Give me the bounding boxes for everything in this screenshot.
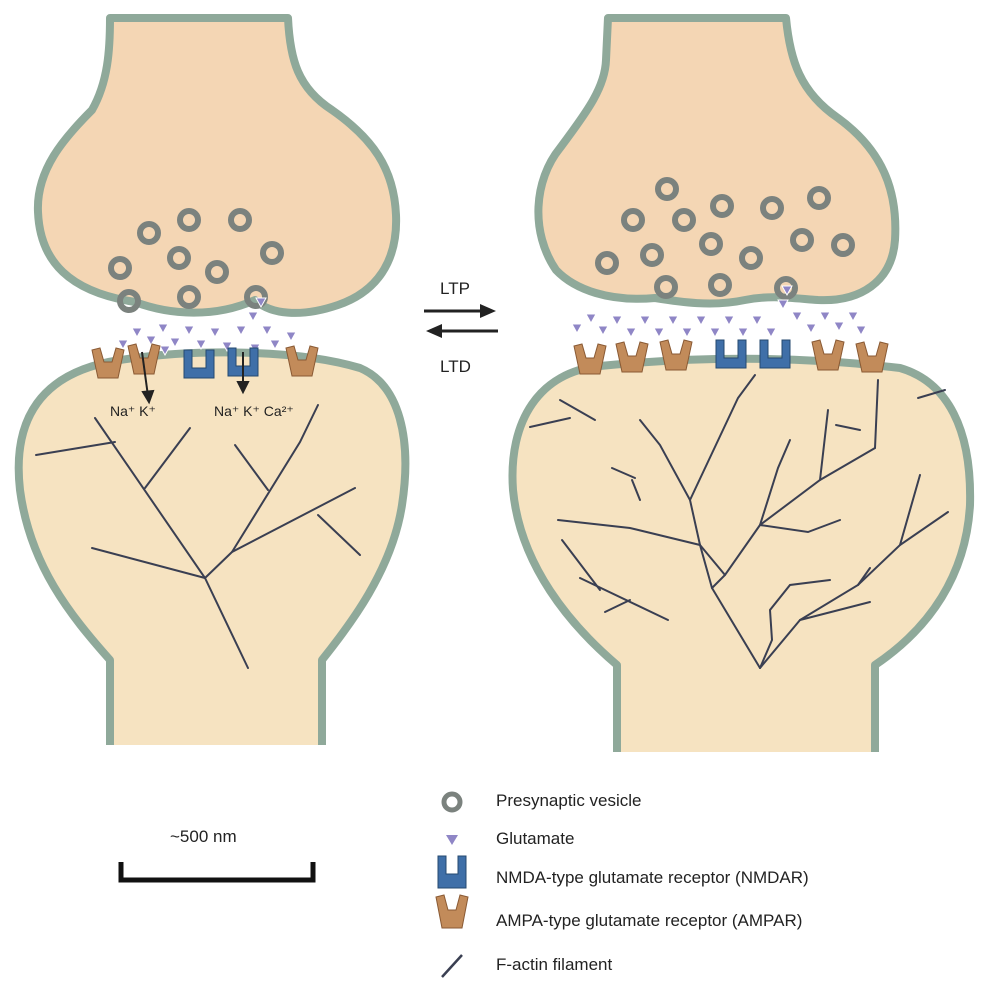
glutamate bbox=[724, 316, 734, 325]
right-presynaptic-terminal bbox=[538, 18, 895, 304]
left-presynaptic-terminal bbox=[38, 18, 396, 313]
glutamate bbox=[598, 326, 608, 335]
ampar bbox=[660, 340, 692, 370]
glutamate bbox=[856, 326, 866, 335]
glutamate bbox=[806, 324, 816, 333]
glutamate bbox=[834, 322, 844, 331]
ampa-ion-label: Na⁺ K⁺ bbox=[110, 403, 156, 419]
glutamate bbox=[236, 326, 246, 335]
glutamate bbox=[626, 328, 636, 337]
glutamate bbox=[586, 314, 596, 323]
scale-label: ~500 nm bbox=[170, 827, 237, 847]
glutamate bbox=[792, 312, 802, 321]
ampar bbox=[286, 346, 318, 376]
legend-icons bbox=[436, 794, 468, 977]
left-synapse bbox=[19, 18, 406, 745]
nmdar bbox=[716, 340, 746, 368]
ampar bbox=[574, 344, 606, 374]
glutamate bbox=[262, 326, 272, 335]
glutamate bbox=[640, 316, 650, 325]
ampar bbox=[616, 342, 648, 372]
glutamate bbox=[286, 332, 296, 341]
right-synapse bbox=[512, 18, 970, 752]
ampar bbox=[856, 342, 888, 372]
legend-glutamate-label: Glutamate bbox=[496, 829, 574, 849]
glutamate bbox=[696, 316, 706, 325]
vesicle-icon bbox=[444, 794, 460, 810]
nmdar bbox=[760, 340, 790, 368]
glutamate bbox=[848, 312, 858, 321]
glutamate bbox=[118, 340, 128, 349]
glutamate bbox=[146, 336, 156, 345]
left-postsynaptic-spine bbox=[19, 352, 406, 745]
glutamate bbox=[668, 316, 678, 325]
glutamate bbox=[738, 328, 748, 337]
glutamate bbox=[612, 316, 622, 325]
legend-nmdar-label: NMDA-type glutamate receptor (NMDAR) bbox=[496, 868, 809, 888]
ampar bbox=[92, 348, 124, 378]
legend-vesicle-label: Presynaptic vesicle bbox=[496, 791, 642, 811]
legend-factin-label: F-actin filament bbox=[496, 955, 612, 975]
ltp-ltd-arrows: LTP LTD bbox=[424, 279, 498, 376]
glutamate bbox=[196, 340, 206, 349]
glutamate bbox=[654, 328, 664, 337]
legend-ampar-label: AMPA-type glutamate receptor (AMPAR) bbox=[496, 911, 802, 931]
ampar-icon bbox=[436, 895, 468, 928]
glutamate bbox=[820, 312, 830, 321]
glutamate bbox=[170, 338, 180, 347]
glutamate bbox=[184, 326, 194, 335]
scale-bar bbox=[121, 862, 313, 880]
glutamate bbox=[752, 316, 762, 325]
ltp-label: LTP bbox=[440, 279, 470, 298]
glutamate bbox=[778, 300, 788, 309]
glutamate bbox=[132, 328, 142, 337]
glutamate bbox=[766, 328, 776, 337]
glutamate bbox=[710, 328, 720, 337]
glutamate bbox=[158, 324, 168, 333]
glutamate bbox=[270, 340, 280, 349]
glutamate bbox=[210, 328, 220, 337]
glutamate-icon bbox=[446, 835, 458, 845]
glutamate bbox=[248, 312, 258, 321]
nmdar-icon bbox=[438, 856, 466, 888]
ampar bbox=[812, 340, 844, 370]
ltd-label: LTD bbox=[440, 357, 471, 376]
f-actin-icon bbox=[442, 955, 462, 977]
right-postsynaptic-spine bbox=[512, 359, 970, 752]
nmda-ion-label: Na⁺ K⁺ Ca²⁺ bbox=[214, 403, 294, 419]
glutamate bbox=[572, 324, 582, 333]
glutamate bbox=[682, 328, 692, 337]
